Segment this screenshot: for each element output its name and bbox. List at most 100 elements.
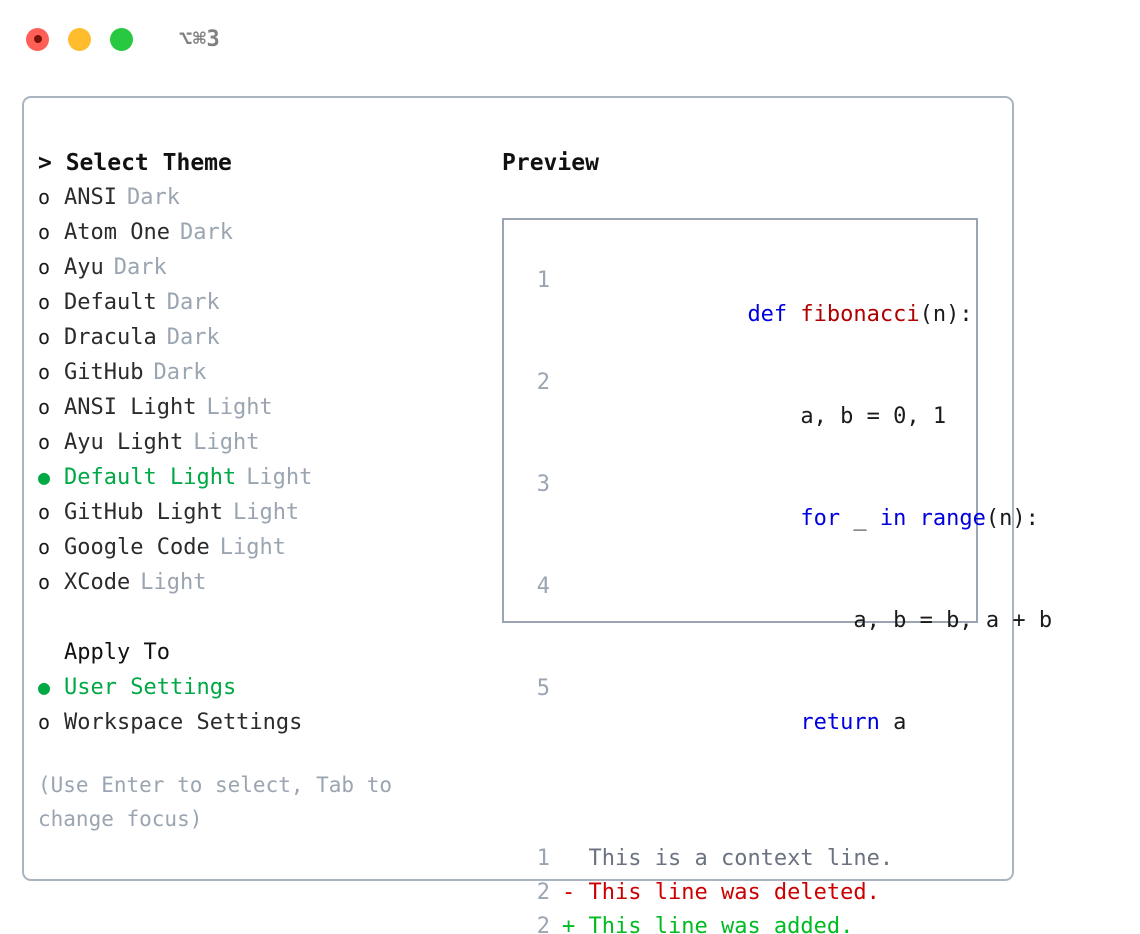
maximize-window-icon[interactable] [110, 27, 133, 51]
theme-list-item[interactable]: o Dracula Dark [38, 320, 478, 355]
radio-icon[interactable]: o [38, 430, 51, 454]
diff-line-deleted: 2 - This line was deleted. [522, 876, 976, 910]
line-number: 2 [536, 914, 550, 934]
apply-to-option-user-settings[interactable]: ● User Settings [38, 670, 478, 705]
traffic-lights [26, 27, 133, 51]
diff-prefix: + [562, 914, 589, 934]
keyboard-shortcut-label: ⌥⌘3 [179, 26, 221, 52]
theme-name: Default [64, 290, 157, 315]
theme-name: Ayu [64, 255, 104, 280]
select-theme-heading: > Select Theme [38, 150, 232, 176]
theme-variant-tag: Light [193, 430, 260, 455]
theme-variant-tag: Light [140, 570, 207, 595]
preview-heading: Preview [502, 150, 599, 176]
theme-list-item[interactable]: o Default Dark [38, 285, 478, 320]
theme-name: ANSI [64, 185, 117, 210]
theme-list-item[interactable]: o GitHub Dark [38, 355, 478, 390]
preview-column: Preview 1 def fibonacci(n): 2 a, b = 0, … [502, 146, 1052, 934]
diff-text: This line was added. [588, 914, 854, 934]
radio-icon[interactable]: o [38, 185, 51, 209]
apply-to-heading: Apply To [64, 640, 170, 665]
theme-list-item[interactable]: o GitHub Light Light [38, 495, 478, 530]
diff-prefix: - [562, 880, 589, 905]
theme-variant-tag: Dark [126, 185, 180, 210]
theme-list-item[interactable]: o Ayu Dark [38, 250, 478, 285]
minimize-window-icon[interactable] [68, 27, 91, 51]
code-line: 5 return a [522, 672, 976, 774]
radio-icon[interactable]: o [38, 395, 51, 419]
theme-name: GitHub Light [64, 500, 223, 525]
code-line: 1 def fibonacci(n): [522, 264, 976, 366]
diff-line-added: 2 + This line was added. [522, 910, 976, 934]
theme-variant-tag: Light [232, 500, 300, 525]
line-number: 5 [536, 676, 550, 701]
theme-variant-tag: Dark [113, 255, 167, 280]
radio-icon[interactable]: o [38, 535, 51, 559]
apply-to-option-label: Workspace Settings [64, 710, 303, 735]
code-line: 3 for _ in range(n): [522, 468, 1039, 570]
close-window-icon[interactable] [26, 27, 49, 51]
theme-name: XCode [64, 570, 131, 595]
line-number: 1 [536, 268, 550, 293]
code-indent [747, 506, 800, 531]
theme-variant-tag: Light [219, 535, 286, 560]
theme-list-item-selected[interactable]: ● Default Light Light [38, 460, 478, 495]
theme-list-item[interactable]: o ANSI Light Light [38, 390, 478, 425]
code-line: 4 a, b = b, a + b [522, 570, 1052, 672]
diff-line-context: 1 This is a context line. [522, 842, 976, 876]
theme-variant-tag: Dark [153, 360, 207, 385]
theme-variant-tag: Light [246, 465, 313, 490]
radio-icon[interactable]: o [38, 500, 51, 524]
theme-variant-tag: Dark [166, 325, 220, 350]
code-text: a [879, 710, 907, 735]
radio-icon[interactable]: o [38, 570, 51, 594]
section-spacer [38, 600, 478, 636]
theme-variant-tag: Dark [179, 220, 233, 245]
radio-icon[interactable]: o [38, 710, 51, 734]
code-builtin: range [906, 506, 986, 531]
code-text: (n): [919, 302, 973, 327]
theme-list-item[interactable]: o XCode Light [38, 565, 478, 600]
apply-to-option-workspace-settings[interactable]: o Workspace Settings [38, 705, 478, 740]
line-number: 2 [536, 370, 550, 395]
radio-icon[interactable]: o [38, 255, 51, 279]
theme-variant-tag: Light [206, 395, 273, 420]
theme-list-column: > Select Theme o ANSI Dark o Atom One Da… [38, 146, 478, 836]
theme-name: Dracula [64, 325, 157, 350]
theme-name: ANSI Light [64, 395, 197, 420]
theme-name: GitHub [64, 360, 144, 385]
code-text: _ [840, 506, 880, 531]
theme-name: Atom One [64, 220, 170, 245]
line-number: 2 [536, 880, 550, 905]
code-text: (n): [985, 506, 1039, 531]
diff-text: This is a context line. [588, 846, 894, 871]
code-blank-line [522, 808, 976, 842]
code-text: a, b = b, a + b [853, 608, 1053, 633]
radio-icon[interactable]: o [38, 220, 51, 244]
theme-name: Ayu Light [64, 430, 184, 455]
code-indent [747, 404, 800, 429]
radio-icon[interactable]: o [38, 325, 51, 349]
diff-prefix [562, 842, 589, 876]
radio-icon[interactable]: o [38, 360, 51, 384]
line-number: 4 [536, 574, 550, 599]
theme-list-item[interactable]: o Google Code Light [38, 530, 478, 565]
theme-list-item[interactable]: o ANSI Dark [38, 180, 478, 215]
radio-selected-icon[interactable]: ● [38, 465, 51, 489]
theme-name: Google Code [64, 535, 210, 560]
code-text: a, b = 0, 1 [800, 404, 947, 429]
preview-code-box: 1 def fibonacci(n): 2 a, b = 0, 1 3 [502, 218, 1052, 934]
code-keyword: return [800, 710, 880, 735]
code-indent [747, 710, 800, 735]
diff-text: This line was deleted. [588, 880, 880, 905]
theme-list-item[interactable]: o Ayu Light Light [38, 425, 478, 460]
radio-icon[interactable]: o [38, 290, 51, 314]
theme-list-item[interactable]: o Atom One Dark [38, 215, 478, 250]
code-blank-line [522, 774, 976, 808]
title-bar: ⌥⌘3 [0, 0, 1140, 78]
code-keyword: for [800, 506, 841, 531]
theme-picker-panel: > Select Theme o ANSI Dark o Atom One Da… [22, 96, 1052, 934]
code-line: 2 a, b = 0, 1 [522, 366, 976, 468]
radio-selected-icon[interactable]: ● [38, 675, 51, 699]
